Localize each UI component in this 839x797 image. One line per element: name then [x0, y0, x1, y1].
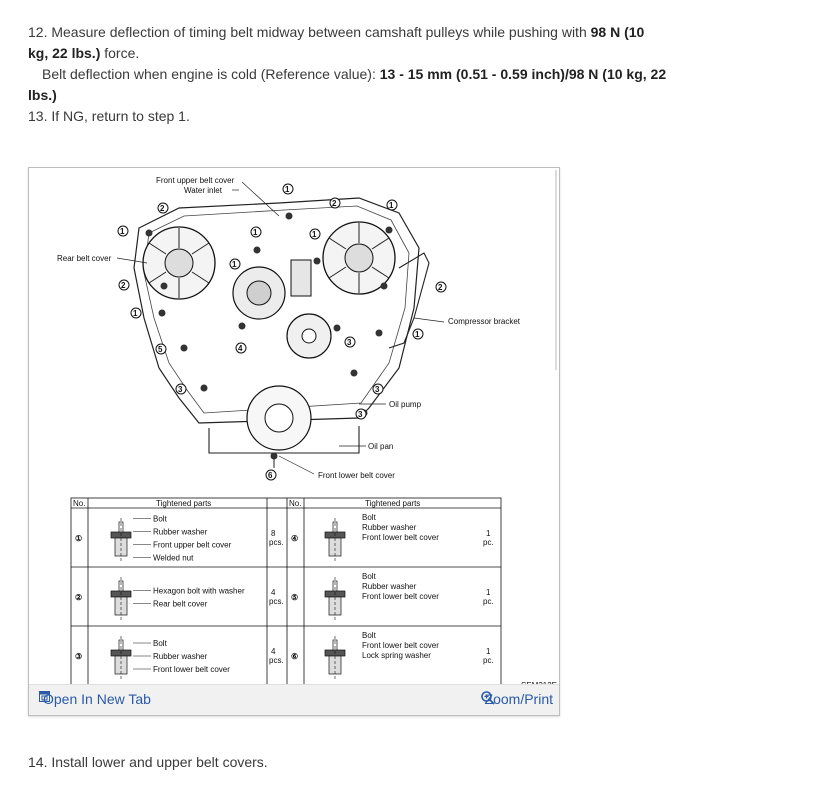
step-12-line: 12. Measure deflection of timing belt mi… — [28, 24, 591, 40]
table-head-no: No. — [73, 499, 85, 508]
row-3-left-qty-num: 4 — [271, 647, 276, 656]
row-1-left-part-1: Bolt — [153, 515, 168, 524]
row-3-right-part-1: Bolt — [362, 631, 377, 640]
row-1-right-part-1: Bolt — [362, 513, 377, 522]
label-rear-belt-cover: Rear belt cover — [57, 254, 112, 263]
row-2-left-part-1: Hexagon bolt with washer — [153, 587, 245, 596]
row-2-left-no: ② — [75, 593, 82, 602]
bolt-drawing-left-1 — [110, 518, 132, 562]
row-1-left-no: ① — [75, 534, 82, 543]
row-3-left-part-3: Front lower belt cover — [153, 665, 230, 674]
figure-toolbar: Open In New Tab Zoom/Print — [29, 684, 559, 715]
row-3-left-qty-unit: pcs. — [269, 656, 284, 665]
row-1-left-qty-unit: pcs. — [269, 538, 284, 547]
svg-text:3: 3 — [358, 410, 363, 419]
svg-text:3: 3 — [347, 338, 352, 347]
bolt-drawing-left-2 — [110, 577, 132, 621]
row-3-right-qty-unit: pc. — [483, 656, 494, 665]
svg-text:2: 2 — [160, 204, 165, 213]
row-2-right-part-3: Front lower belt cover — [362, 592, 439, 601]
engine-diagram: 1 2 2 1 5 3 4 1 1 1 1 2 1 2 1 3 3 3 6 — [57, 176, 557, 684]
step-13-text: 13. If NG, return to step 1. — [28, 108, 190, 124]
open-in-new-tab-label: Open In New Tab — [43, 691, 151, 707]
table-head-parts-right: Tightened parts — [365, 499, 420, 508]
row-1-left-part-4: Welded nut — [153, 554, 194, 563]
svg-text:1: 1 — [120, 227, 125, 236]
row-3-right-qty-num: 1 — [486, 647, 491, 656]
svg-text:1: 1 — [415, 330, 420, 339]
bolt-drawing-right-3 — [324, 636, 346, 680]
svg-text:3: 3 — [375, 385, 380, 394]
row-1-right-qty-num: 1 — [486, 529, 491, 538]
row-3-right-no: ⑥ — [291, 652, 298, 661]
figure-code: SEM312E — [521, 681, 557, 684]
label-front-lower-belt-cover: Front lower belt cover — [318, 471, 395, 480]
bolt-drawing-right-2 — [324, 577, 346, 621]
deflection-label: Belt deflection when engine is cold (Ref… — [42, 66, 380, 82]
svg-text:2: 2 — [332, 199, 337, 208]
label-oil-pan: Oil pan — [368, 442, 393, 451]
svg-text:1: 1 — [389, 201, 394, 210]
tightened-parts-table — [70, 497, 502, 684]
table-head-no-right: No. — [289, 499, 301, 508]
row-2-right-part-2: Rubber washer — [362, 582, 417, 591]
step-12-force: 98 N (10 kg, 22 lbs.) — [28, 24, 645, 61]
figure-scrollbar[interactable] — [555, 170, 557, 370]
row-3-left-part-2: Rubber washer — [153, 652, 208, 661]
bolt-drawing-left-3 — [110, 636, 132, 680]
svg-text:2: 2 — [121, 281, 126, 290]
row-2-left-qty-unit: pcs. — [269, 597, 284, 606]
table-head-parts: Tightened parts — [156, 499, 211, 508]
label-water-inlet: Water inlet — [184, 186, 223, 195]
svg-text:6: 6 — [268, 471, 273, 480]
deflection-spec: Belt deflection when engine is cold (Ref… — [28, 64, 668, 106]
svg-text:1: 1 — [232, 260, 237, 269]
step-12-end: force. — [100, 45, 140, 61]
row-1-left-part-2: Rubber washer — [153, 528, 208, 537]
row-1-right-no: ④ — [291, 534, 298, 543]
row-1-left-part-3: Front upper belt cover — [153, 541, 232, 550]
row-1-right-part-3: Front lower belt cover — [362, 533, 439, 542]
step-12-text: 12. Measure deflection of timing belt mi… — [28, 22, 668, 64]
svg-text:3: 3 — [178, 385, 183, 394]
open-in-new-tab-link[interactable]: Open In New Tab — [39, 691, 151, 707]
svg-text:2: 2 — [438, 283, 443, 292]
row-3-left-part-1: Bolt — [153, 639, 168, 648]
label-oil-pump: Oil pump — [389, 400, 422, 409]
svg-text:1: 1 — [253, 228, 258, 237]
deflection-value: 13 - 15 mm (0.51 - 0.59 inch)/98 N (10 k… — [28, 66, 667, 103]
row-1-right-part-2: Rubber washer — [362, 523, 417, 532]
figure-panel: 1 2 2 1 5 3 4 1 1 1 1 2 1 2 1 3 3 3 6 — [28, 167, 560, 716]
row-3-right-part-3: Lock spring washer — [362, 651, 431, 660]
step-14-text: 14. Install lower and upper belt covers. — [28, 754, 268, 770]
row-3-left-no: ③ — [75, 652, 82, 661]
svg-text:1: 1 — [312, 230, 317, 239]
bolt-drawing-right-1 — [324, 518, 346, 562]
row-1-left-qty-num: 8 — [271, 529, 276, 538]
row-2-left-qty-num: 4 — [271, 588, 276, 597]
svg-text:1: 1 — [133, 309, 138, 318]
row-2-left-part-2: Rear belt cover — [153, 600, 208, 609]
row-1-right-qty-unit: pc. — [483, 538, 494, 547]
row-2-right-part-1: Bolt — [362, 572, 377, 581]
zoom-print-label: Zoom/Print — [484, 691, 553, 707]
row-3-right-part-2: Front lower belt cover — [362, 641, 439, 650]
label-front-upper-belt-cover: Front upper belt cover — [156, 176, 235, 185]
svg-text:4: 4 — [238, 344, 243, 353]
zoom-print-link[interactable]: Zoom/Print — [480, 691, 553, 707]
row-2-right-no: ⑤ — [291, 593, 298, 602]
label-compressor-bracket: Compressor bracket — [448, 317, 521, 326]
row-2-right-qty-num: 1 — [486, 588, 491, 597]
svg-text:5: 5 — [158, 345, 163, 354]
row-2-right-qty-unit: pc. — [483, 597, 494, 606]
svg-text:1: 1 — [285, 185, 290, 194]
